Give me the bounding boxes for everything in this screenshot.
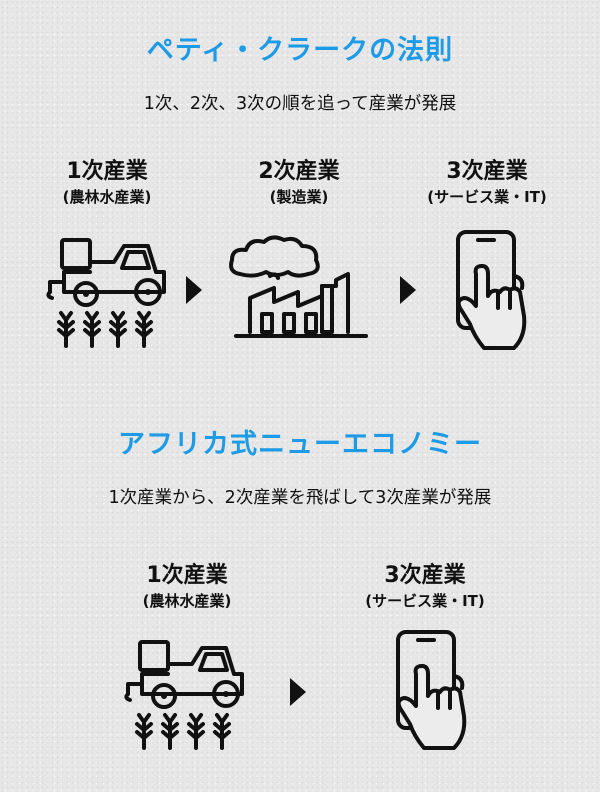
arrow-right-icon: [290, 678, 306, 706]
tractor-wheat-icon: [46, 238, 166, 348]
section1-title: ペティ・クラークの法則: [146, 35, 454, 66]
stage-title: 2次産業: [258, 159, 340, 184]
stage-title: 3次産業: [384, 563, 466, 588]
section2-stage-primary: 1次産業 (農林水産業): [102, 562, 272, 612]
section2-subtitle: 1次産業から、2次産業を飛ばして3次産業が発展: [108, 488, 492, 508]
stage-title: 1次産業: [146, 563, 228, 588]
stage-title: 1次産業: [66, 159, 148, 184]
stage-subtitle: (サービス業・IT): [427, 188, 547, 206]
stage-title: 3次産業: [446, 159, 528, 184]
section1-stage-primary: 1次産業 (農林水産業): [22, 158, 192, 208]
smartphone-hand-icon: [396, 630, 467, 750]
section2-title: アフリカ式ニューエコノミー: [118, 429, 482, 460]
stage-subtitle: (農林水産業): [142, 592, 232, 610]
stage-subtitle: (サービス業・IT): [365, 592, 485, 610]
arrow-right-icon: [186, 276, 202, 304]
smartphone-hand-icon: [456, 230, 527, 350]
stage-subtitle: (製造業): [269, 188, 329, 206]
section1-stage-secondary: 2次産業 (製造業): [214, 158, 384, 208]
section2-stage-tertiary: 3次産業 (サービス業・IT): [340, 562, 510, 612]
tractor-wheat-icon: [124, 640, 244, 750]
arrow-right-icon: [400, 276, 416, 304]
section1-subtitle: 1次、2次、3次の順を追って産業が発展: [143, 94, 457, 114]
stage-subtitle: (農林水産業): [62, 188, 152, 206]
factory-icon: [229, 235, 368, 338]
section1-stage-tertiary: 3次産業 (サービス業・IT): [402, 158, 572, 208]
